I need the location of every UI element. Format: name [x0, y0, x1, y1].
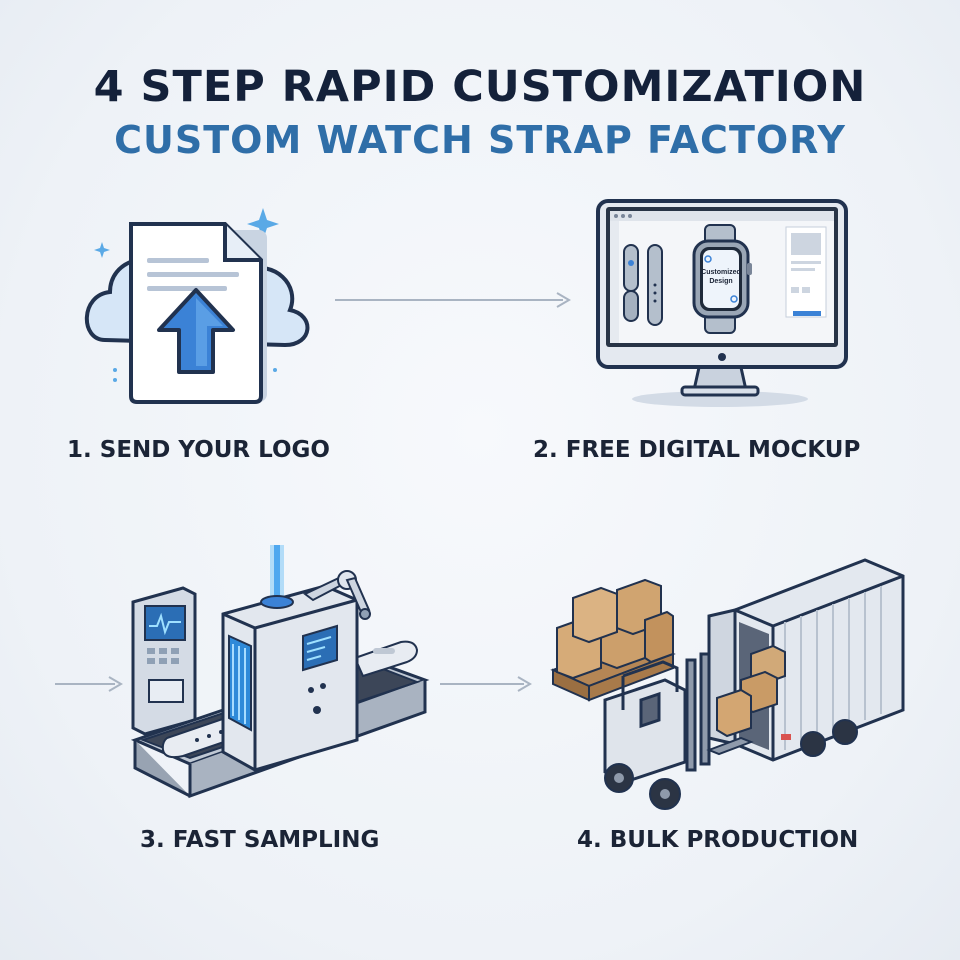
mockup-text-line2: Design [709, 278, 732, 285]
page-subtitle: CUSTOM WATCH STRAP FACTORY [114, 118, 846, 162]
flow-arrow-into-3 [55, 676, 123, 692]
upload-document-cloud-icon [84, 208, 310, 404]
step-4-label: 4. BULK PRODUCTION [577, 827, 859, 853]
monitor-watch-mockup-icon: Customized Design [596, 199, 848, 407]
sampling-machine-icon [130, 545, 430, 799]
mockup-text-line1: Customized [701, 269, 741, 276]
page-title: 4 STEP RAPID CUSTOMIZATION [93, 62, 867, 112]
forklift-truck-icon [550, 558, 905, 810]
flow-arrow-3-to-4 [440, 676, 532, 692]
step-2-label: 2. FREE DIGITAL MOCKUP [533, 437, 861, 463]
step-3-label: 3. FAST SAMPLING [140, 827, 380, 853]
step-1-label: 1. SEND YOUR LOGO [67, 437, 330, 463]
flow-arrow-1-to-2 [335, 292, 571, 308]
